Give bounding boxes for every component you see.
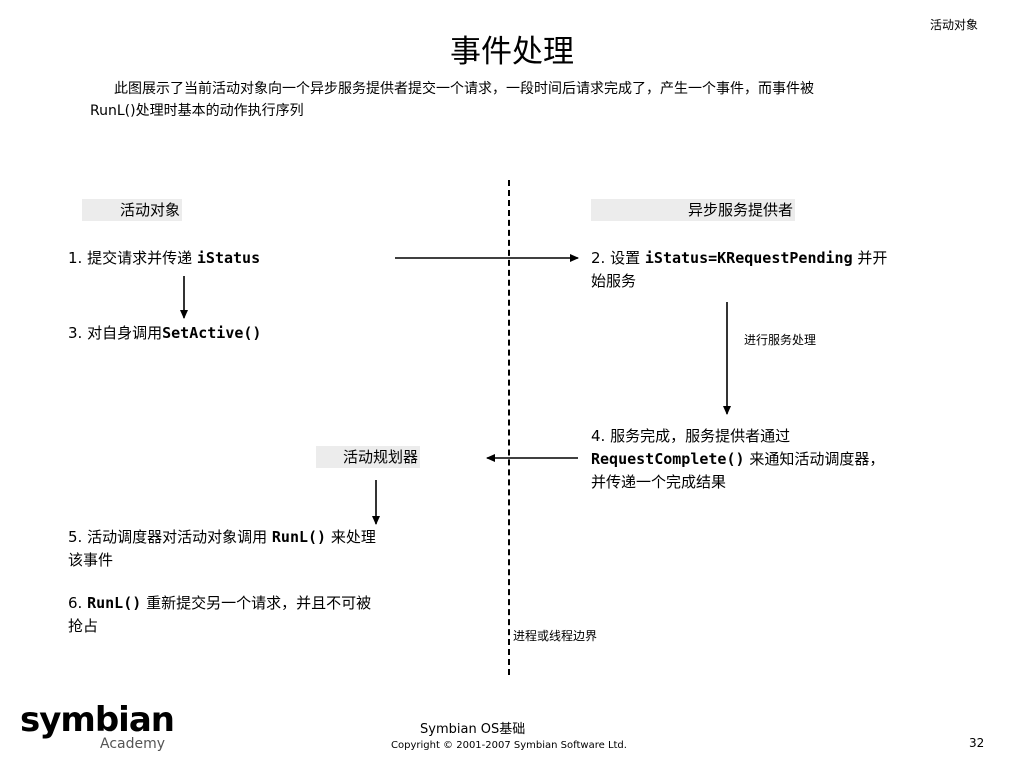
active-scheduler-label: 活动规划器: [316, 446, 420, 468]
course-title: Symbian OS基础: [420, 722, 526, 737]
step-5-text-post: 来处理: [330, 528, 376, 546]
step-4-num: 4.: [591, 427, 606, 445]
step-2-num: 2.: [591, 249, 606, 267]
step-2-text-line2: 始服务: [591, 272, 637, 290]
step-1-code: iStatus: [196, 249, 261, 267]
step-5-text-line2: 该事件: [68, 551, 114, 569]
academy-logo-text: Academy: [100, 736, 166, 752]
description: 此图展示了当前活动对象向一个异步服务提供者提交一个请求，一段时间后请求完成了，产…: [90, 78, 930, 122]
async-provider-header: 异步服务提供者: [591, 199, 795, 221]
step-6: 6. RunL() 重新提交另一个请求，并且不可被 抢占: [68, 592, 458, 638]
page-title: 事件处理: [450, 34, 574, 70]
step-2-code: iStatus=KRequestPending: [644, 249, 853, 267]
step-6-num: 6.: [68, 594, 83, 612]
description-code: RunL(): [90, 103, 136, 119]
step-5-text-pre: 活动调度器对活动对象调用: [87, 528, 268, 546]
step-3: 3. 对自身调用SetActive(): [68, 322, 261, 345]
step-3-text: 对自身调用: [87, 324, 163, 342]
step-4: 4. 服务完成，服务提供者通过 RequestComplete() 来通知活动调…: [591, 425, 971, 494]
step-5: 5. 活动调度器对活动对象调用 RunL() 来处理 该事件: [68, 526, 458, 572]
step-5-num: 5.: [68, 528, 83, 546]
step-3-code: SetActive(): [162, 324, 262, 342]
step-4-code: RequestComplete(): [591, 450, 745, 468]
step-2-text-pre: 设置: [610, 249, 641, 267]
copyright: Copyright © 2001-2007 Symbian Software L…: [391, 740, 627, 751]
step-5-code: RunL(): [271, 528, 327, 546]
step-4-text-line3: 并传递一个完成结果: [591, 473, 727, 491]
step-4-text-line1: 服务完成，服务提供者通过: [610, 427, 791, 445]
step-2: 2. 设置 iStatus=KRequestPending 并开 始服务: [591, 247, 961, 293]
description-line2: 处理时基本的动作执行序列: [135, 103, 304, 119]
step-6-code: RunL(): [87, 594, 142, 612]
page-number: 32: [969, 736, 985, 750]
description-line1: 此图展示了当前活动对象向一个异步服务提供者提交一个请求，一段时间后请求完成了，产…: [114, 81, 814, 97]
boundary-label: 进程或线程边界: [513, 629, 598, 643]
active-object-header: 活动对象: [82, 199, 182, 221]
process-boundary-line: [508, 180, 510, 675]
step-2-text-post: 并开: [857, 249, 888, 267]
step-1-num: 1.: [68, 249, 83, 267]
symbian-logo: symbian: [20, 700, 175, 740]
step-6-text-post: 重新提交另一个请求，并且不可被: [146, 594, 372, 612]
service-processing-label: 进行服务处理: [744, 333, 817, 347]
step-1-text: 提交请求并传递: [87, 249, 193, 267]
corner-label: 活动对象: [929, 18, 978, 32]
step-4-text-after-code: 来通知活动调度器，: [749, 450, 885, 468]
step-1: 1. 提交请求并传递 iStatus: [68, 247, 260, 270]
step-6-text-line2: 抢占: [68, 617, 99, 635]
step-3-num: 3.: [68, 324, 83, 342]
